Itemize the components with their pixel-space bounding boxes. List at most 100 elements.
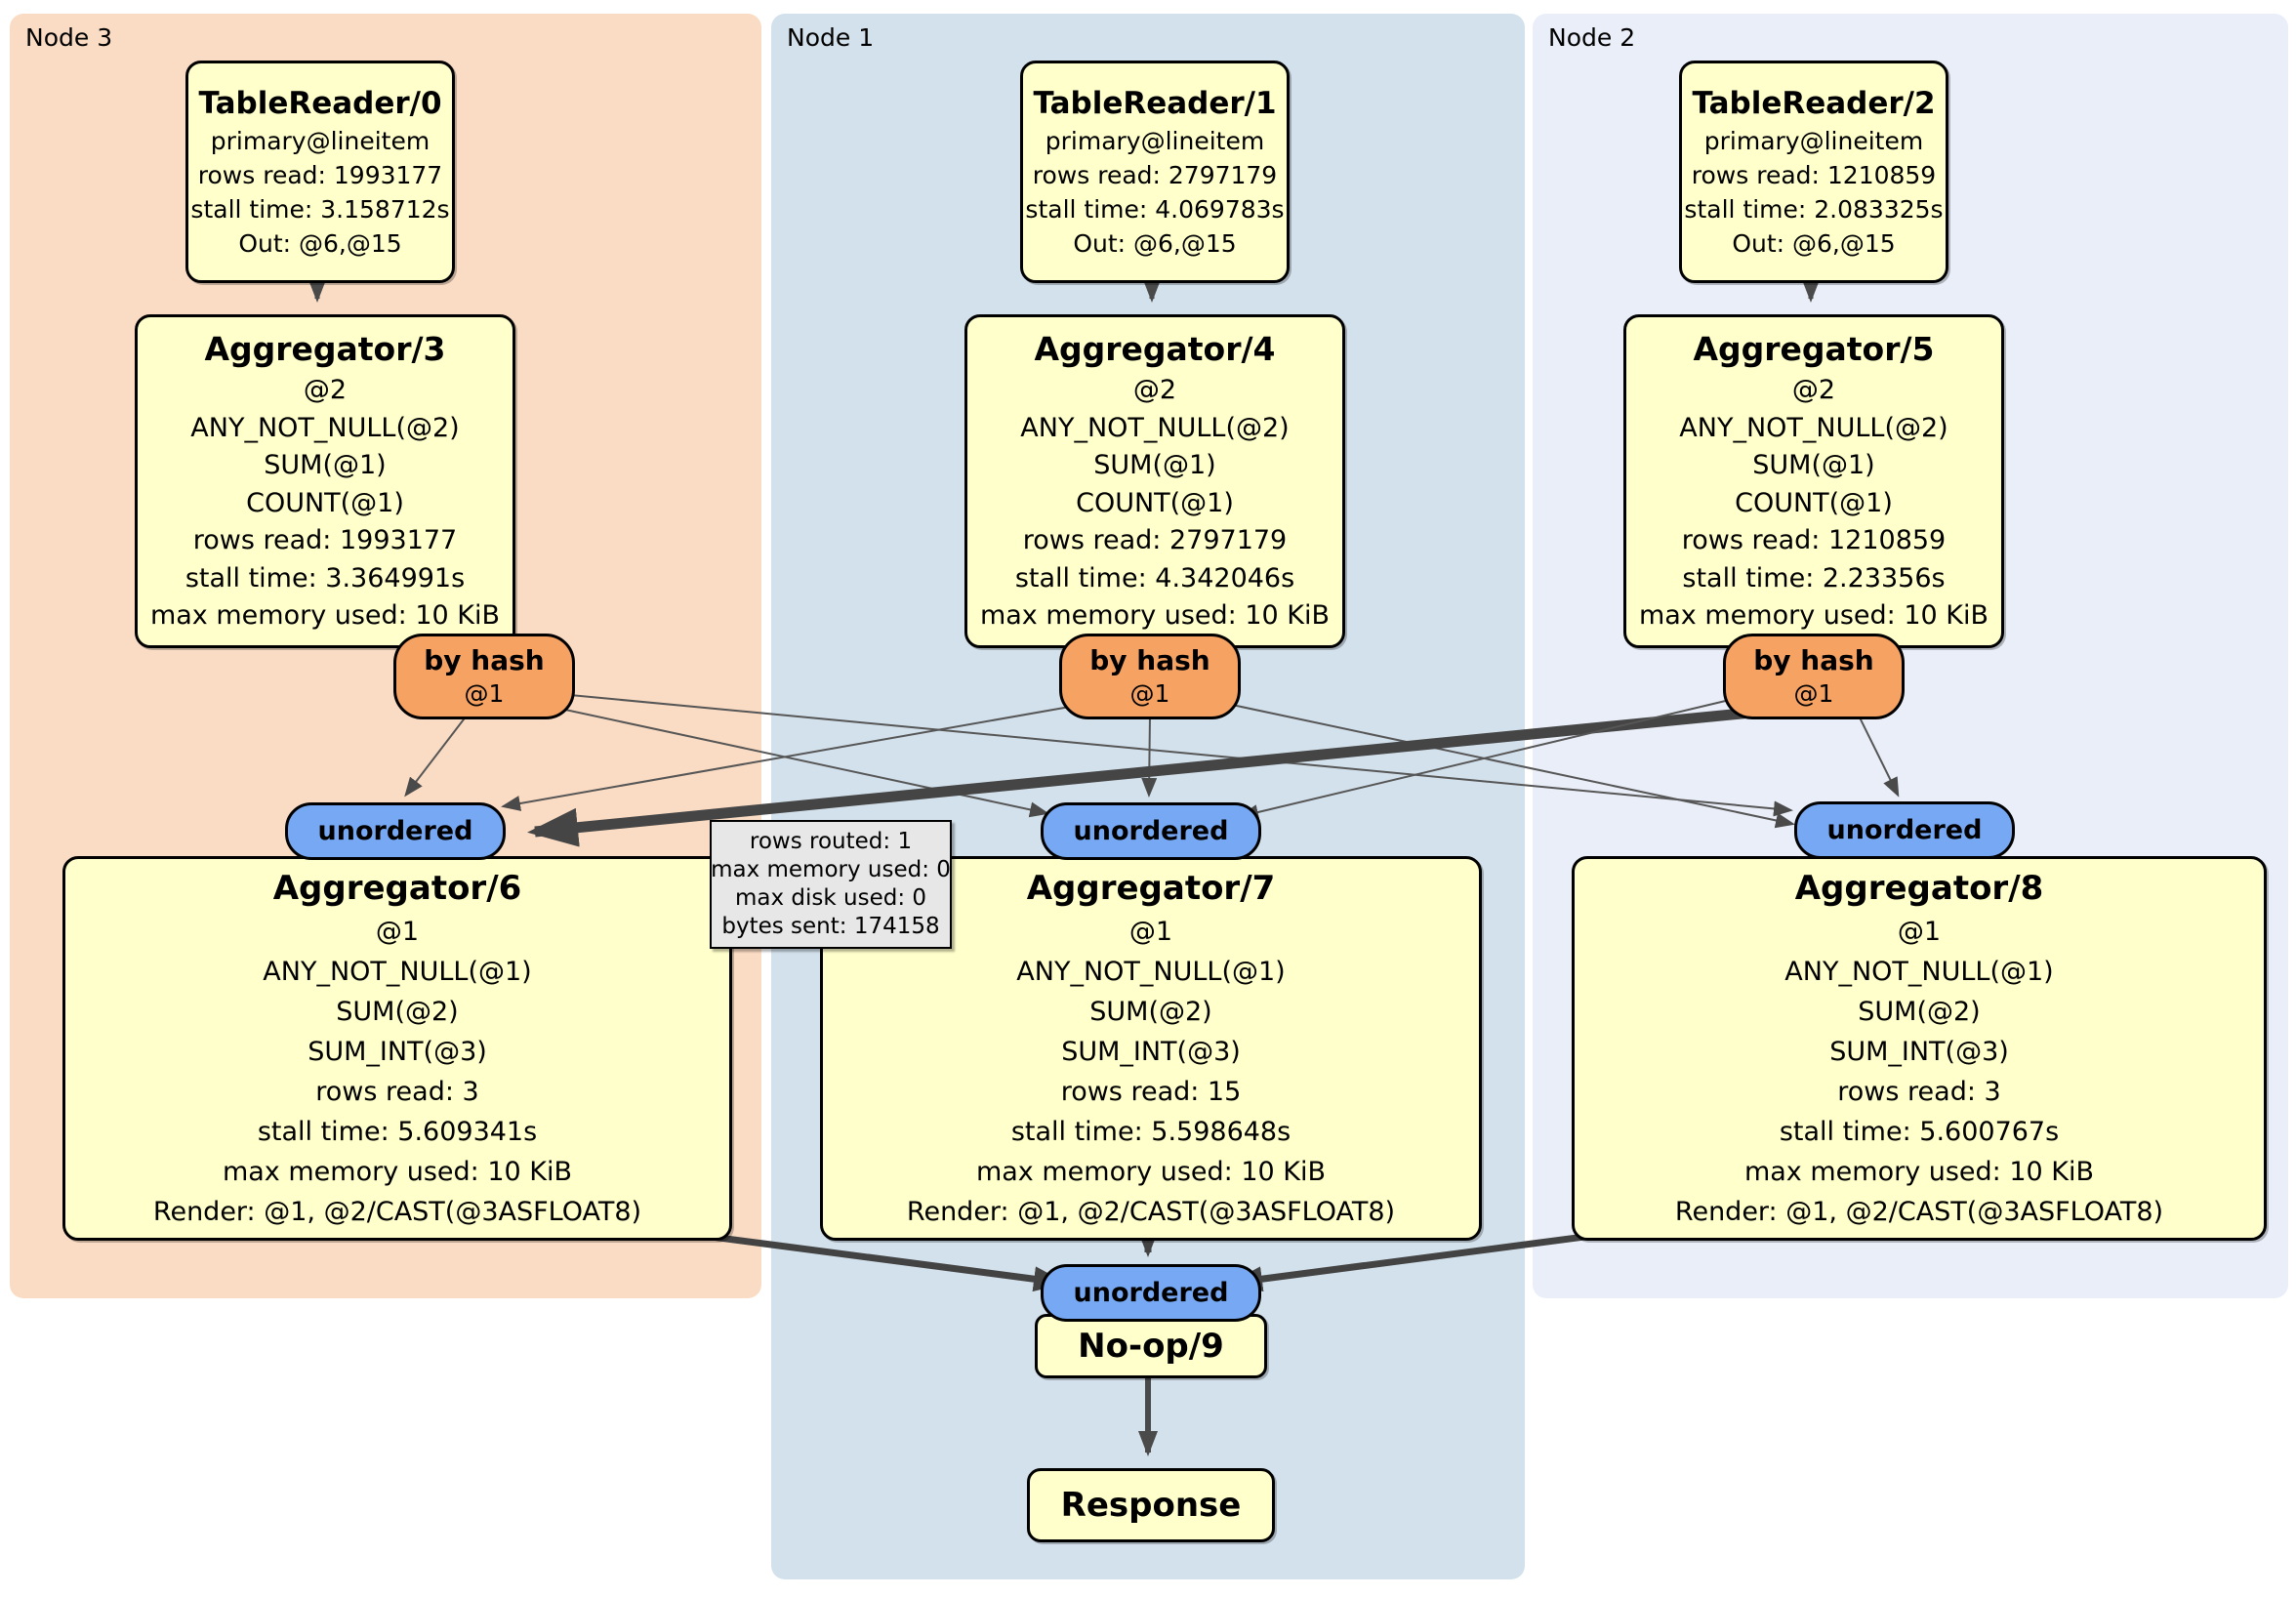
node-line: primary@lineitem bbox=[1703, 127, 1924, 155]
tooltip-line: max memory used: 0 bbox=[711, 857, 951, 882]
node-line: primary@lineitem bbox=[1045, 127, 1265, 155]
response-node[interactable]: Response bbox=[1027, 1468, 1275, 1542]
unordered-sync-node2[interactable]: unordered bbox=[1794, 801, 2015, 859]
node-line: rows read: 1993177 bbox=[197, 161, 443, 189]
node-line: Render: @1, @2/CAST(@3ASFLOAT8) bbox=[152, 1197, 642, 1227]
node-line: rows read: 15 bbox=[1060, 1077, 1242, 1107]
node-line: COUNT(@1) bbox=[1076, 487, 1234, 518]
node-title: Aggregator/4 bbox=[1034, 330, 1276, 369]
node-title: Response bbox=[1060, 1486, 1242, 1525]
router-label: by hash bbox=[1089, 644, 1210, 676]
node-line: ANY_NOT_NULL(@1) bbox=[1016, 957, 1286, 987]
node-line: COUNT(@1) bbox=[1735, 487, 1893, 518]
node-line: SUM(@1) bbox=[1752, 450, 1875, 481]
node-title: Aggregator/5 bbox=[1693, 330, 1935, 369]
node-line: ANY_NOT_NULL(@2) bbox=[1679, 412, 1948, 443]
noop-9-node[interactable]: No-op/9 bbox=[1035, 1314, 1267, 1378]
node-line: ANY_NOT_NULL(@2) bbox=[1020, 412, 1290, 443]
node-line: rows read: 3 bbox=[1837, 1077, 2001, 1107]
node-title: TableReader/0 bbox=[198, 86, 442, 121]
node-line: rows read: 2797179 bbox=[1022, 525, 1288, 556]
by-hash-router-node2[interactable]: by hash @1 bbox=[1723, 634, 1905, 719]
unordered-sync-node3[interactable]: unordered bbox=[285, 802, 506, 860]
node-line: @1 bbox=[1897, 917, 1942, 947]
node-line: rows read: 3 bbox=[315, 1077, 479, 1107]
edge-hash3-sync2 bbox=[569, 694, 1793, 817]
edge-hash3-sync3 bbox=[404, 715, 468, 798]
node-line: stall time: 5.600767s bbox=[1779, 1117, 2060, 1147]
sync-label: unordered bbox=[317, 816, 473, 846]
aggregator-5-node[interactable]: Aggregator/5 @2 ANY_NOT_NULL(@2) SUM(@1)… bbox=[1623, 314, 2004, 648]
router-column: @1 bbox=[1793, 679, 1834, 708]
node-line: stall time: 5.598648s bbox=[1010, 1117, 1292, 1147]
node-line: stall time: 4.069783s bbox=[1025, 195, 1285, 224]
node-line: max memory used: 10 KiB bbox=[1638, 600, 1989, 632]
node-line: stall time: 3.364991s bbox=[184, 562, 466, 594]
node-line: stall time: 2.23356s bbox=[1682, 562, 1946, 594]
edge-stats-tooltip: rows routed: 1 max memory used: 0 max di… bbox=[710, 820, 952, 949]
node-line: stall time: 2.083325s bbox=[1684, 195, 1944, 224]
router-label: by hash bbox=[424, 644, 545, 676]
node-line: ANY_NOT_NULL(@2) bbox=[190, 412, 460, 443]
edge-hash1-sync2 bbox=[1231, 704, 1795, 829]
tablereader-1-node[interactable]: TableReader/1 primary@lineitem rows read… bbox=[1020, 61, 1290, 283]
node-line: ANY_NOT_NULL(@1) bbox=[1784, 957, 2054, 987]
node-line: max memory used: 10 KiB bbox=[979, 600, 1331, 632]
node-line: @1 bbox=[375, 917, 420, 947]
router-column: @1 bbox=[1129, 679, 1170, 708]
sync-label: unordered bbox=[1826, 815, 1983, 845]
node-title: Aggregator/7 bbox=[1026, 869, 1276, 908]
node-line: SUM(@2) bbox=[1858, 997, 1981, 1027]
node-title: TableReader/1 bbox=[1033, 86, 1277, 121]
node-line: SUM_INT(@3) bbox=[1061, 1037, 1241, 1067]
sync-label: unordered bbox=[1073, 816, 1229, 846]
edge-hash3-sync1 bbox=[551, 706, 1049, 818]
node-line: Out: @6,@15 bbox=[1732, 229, 1896, 258]
edge-hash2-sync1 bbox=[1239, 698, 1735, 820]
unordered-sync-final[interactable]: unordered bbox=[1041, 1264, 1261, 1322]
sync-label: unordered bbox=[1073, 1278, 1229, 1308]
node-line: SUM(@1) bbox=[264, 450, 387, 481]
node-line: Out: @6,@15 bbox=[238, 229, 402, 258]
tablereader-2-node[interactable]: TableReader/2 primary@lineitem rows read… bbox=[1679, 61, 1948, 283]
node-line: rows read: 1210859 bbox=[1681, 525, 1947, 556]
aggregator-3-node[interactable]: Aggregator/3 @2 ANY_NOT_NULL(@2) SUM(@1)… bbox=[135, 314, 515, 648]
aggregator-8-node[interactable]: Aggregator/8 @1 ANY_NOT_NULL(@1) SUM(@2)… bbox=[1572, 856, 2267, 1241]
node-line: stall time: 5.609341s bbox=[257, 1117, 538, 1147]
node-line: rows read: 1993177 bbox=[192, 525, 458, 556]
unordered-sync-node1[interactable]: unordered bbox=[1041, 802, 1261, 860]
tablereader-0-node[interactable]: TableReader/0 primary@lineitem rows read… bbox=[185, 61, 455, 283]
tooltip-line: bytes sent: 174158 bbox=[721, 914, 940, 939]
node-line: @2 bbox=[303, 375, 348, 406]
node-line: Out: @6,@15 bbox=[1073, 229, 1237, 258]
node-line: rows read: 1210859 bbox=[1691, 161, 1937, 189]
by-hash-router-node1[interactable]: by hash @1 bbox=[1059, 634, 1241, 719]
node-title: No-op/9 bbox=[1078, 1327, 1224, 1366]
node-line: SUM(@1) bbox=[1093, 450, 1216, 481]
node-line: stall time: 3.158712s bbox=[190, 195, 450, 224]
node-line: Render: @1, @2/CAST(@3ASFLOAT8) bbox=[1674, 1197, 2164, 1227]
aggregator-4-node[interactable]: Aggregator/4 @2 ANY_NOT_NULL(@2) SUM(@1)… bbox=[964, 314, 1345, 648]
tooltip-line: rows routed: 1 bbox=[749, 829, 913, 854]
node-title: Aggregator/8 bbox=[1794, 869, 2044, 908]
node-line: max memory used: 10 KiB bbox=[149, 600, 501, 632]
node-title: TableReader/2 bbox=[1692, 86, 1936, 121]
router-label: by hash bbox=[1753, 644, 1874, 676]
by-hash-router-node3[interactable]: by hash @1 bbox=[393, 634, 575, 719]
node-line: primary@lineitem bbox=[210, 127, 430, 155]
edge-hash1-sync1 bbox=[1141, 715, 1158, 798]
edge-hash2-sync2 bbox=[1858, 715, 1900, 798]
node3-label: Node 3 bbox=[25, 23, 113, 52]
node2-label: Node 2 bbox=[1548, 23, 1636, 52]
node-line: max memory used: 10 KiB bbox=[222, 1157, 573, 1187]
highlighted-stream-edge[interactable] bbox=[527, 707, 1752, 847]
aggregator-6-node[interactable]: Aggregator/6 @1 ANY_NOT_NULL(@1) SUM(@2)… bbox=[62, 856, 732, 1241]
router-column: @1 bbox=[464, 679, 505, 708]
node-line: SUM_INT(@3) bbox=[308, 1037, 487, 1067]
node-line: @2 bbox=[1791, 375, 1836, 406]
node-line: max memory used: 10 KiB bbox=[1743, 1157, 2095, 1187]
node1-label: Node 1 bbox=[787, 23, 875, 52]
node-line: SUM(@2) bbox=[1089, 997, 1212, 1027]
node-title: Aggregator/6 bbox=[272, 869, 522, 908]
